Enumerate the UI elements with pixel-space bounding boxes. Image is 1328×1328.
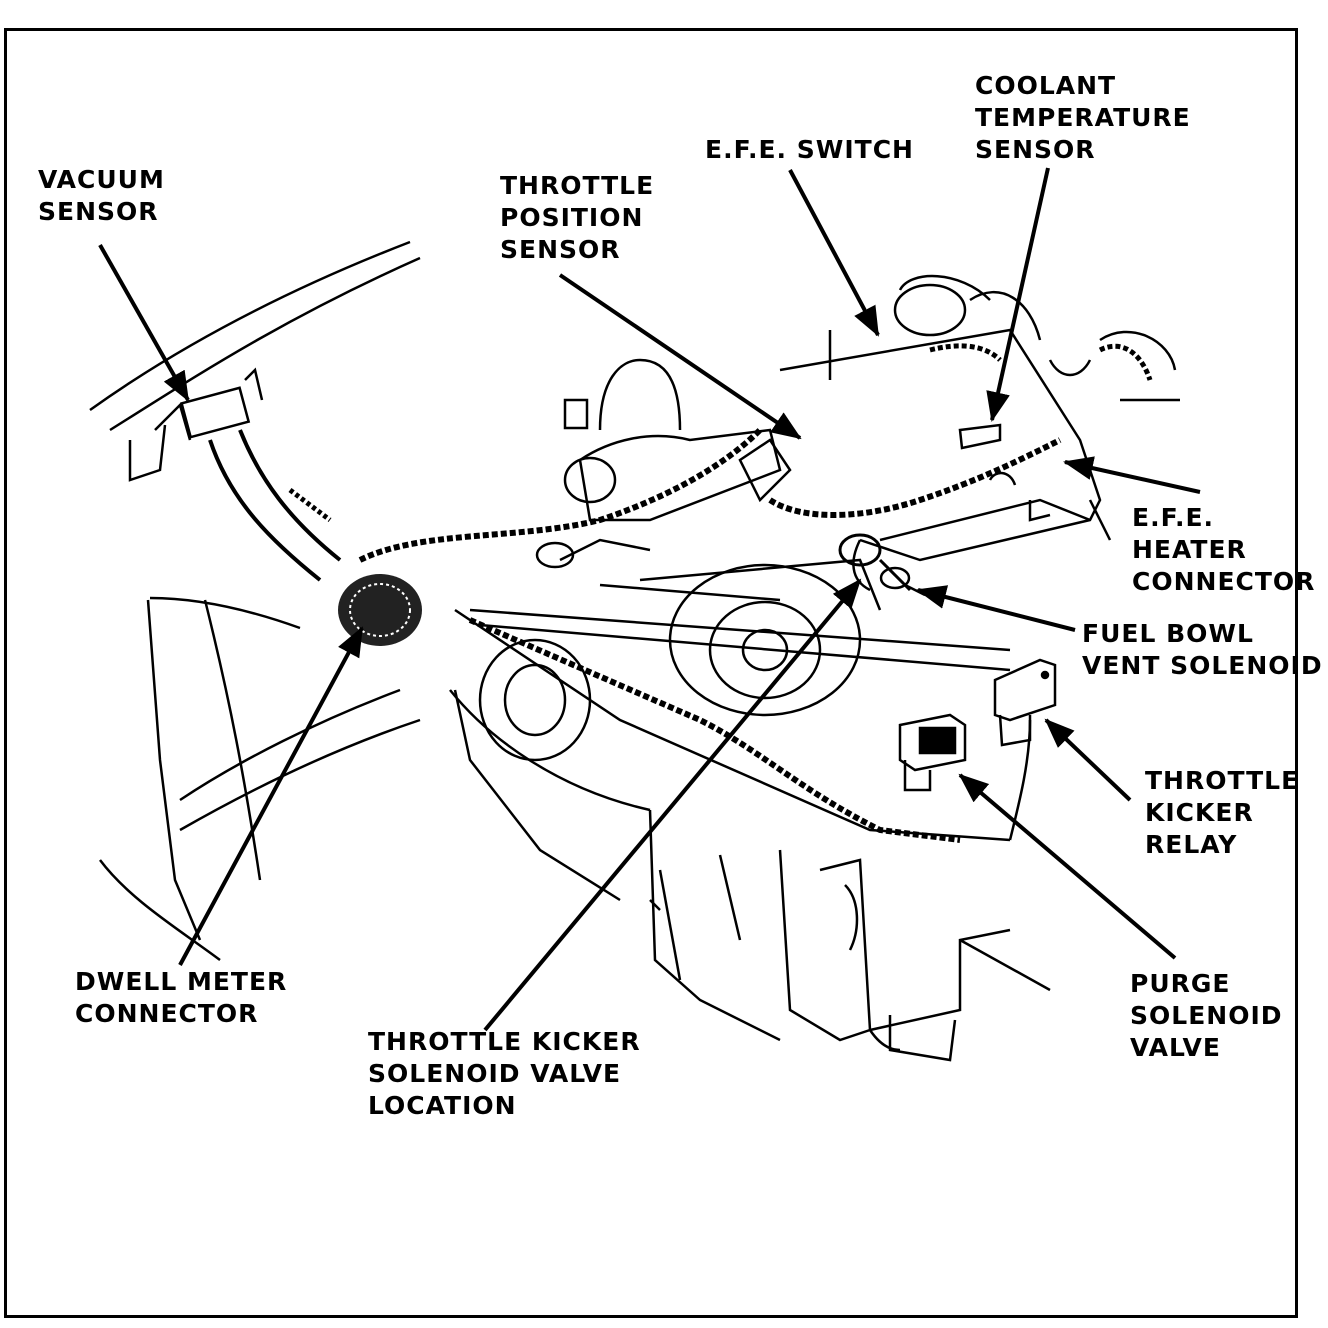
arrow-efe-switch — [788, 169, 880, 337]
label-efe-heater-connector: E.F.E. HEATER CONNECTOR — [1132, 502, 1315, 598]
label-line: SENSOR — [975, 135, 1096, 164]
dwell-meter-connector-part — [338, 574, 422, 646]
label-line: KICKER — [1145, 798, 1254, 827]
arrow-vacuum-sensor — [98, 244, 190, 402]
label-line: E.F.E. SWITCH — [705, 135, 914, 164]
label-line: LOCATION — [368, 1091, 517, 1120]
arrow-purge-solenoid-valve — [958, 773, 1177, 960]
vacuum-sensor-part — [180, 367, 264, 439]
label-line: RELAY — [1145, 830, 1238, 859]
label-efe-switch: E.F.E. SWITCH — [705, 134, 914, 166]
arrow-efe-heater-connector — [1063, 456, 1201, 494]
radiator-support — [449, 608, 1051, 1062]
fender-outline — [89, 240, 421, 962]
purge-solenoid-valve-part — [898, 713, 967, 792]
arrow-throttle-position-sensor — [558, 273, 802, 440]
label-vacuum-sensor: VACUUM SENSOR — [38, 164, 165, 228]
label-line: THROTTLE — [500, 171, 655, 200]
diagram-frame — [4, 28, 1298, 1318]
label-line: HEATER — [1132, 535, 1247, 564]
engine-block — [469, 538, 1011, 762]
label-line: THROTTLE — [1145, 766, 1300, 795]
label-throttle-kicker-solenoid-valve: THROTTLE KICKER SOLENOID VALVE LOCATION — [368, 1026, 641, 1122]
label-line: VALVE — [1130, 1033, 1221, 1062]
label-line: SENSOR — [38, 197, 159, 226]
label-line: CONNECTOR — [1132, 567, 1316, 596]
label-line: SOLENOID VALVE — [368, 1059, 622, 1088]
label-line: E.F.E. — [1132, 503, 1215, 532]
label-line: VENT SOLENOID — [1082, 651, 1323, 680]
label-line: TEMPERATURE — [975, 103, 1191, 132]
arrow-throttle-kicker-relay — [1044, 718, 1132, 802]
label-coolant-temperature-sensor: COOLANT TEMPERATURE SENSOR — [975, 70, 1191, 166]
label-throttle-position-sensor: THROTTLE POSITION SENSOR — [500, 170, 654, 266]
label-line: SOLENOID — [1130, 1001, 1283, 1030]
label-purge-solenoid-valve: PURGE SOLENOID VALVE — [1130, 968, 1283, 1064]
label-line: THROTTLE KICKER — [368, 1027, 641, 1056]
label-fuel-bowl-vent-solenoid: FUEL BOWL VENT SOLENOID — [1082, 618, 1323, 682]
label-line: SENSOR — [500, 235, 621, 264]
wiring-harness — [208, 343, 1153, 843]
label-line: COOLANT — [975, 71, 1117, 100]
label-line: FUEL BOWL — [1082, 619, 1254, 648]
label-dwell-meter-connector: DWELL METER CONNECTOR — [75, 966, 287, 1030]
throttle-kicker-relay-part — [993, 658, 1057, 747]
throttle-kicker-solenoid-part — [838, 533, 912, 592]
arrow-dwell-meter-connector — [178, 626, 364, 966]
pointer-arrows — [98, 167, 1201, 1032]
label-line: POSITION — [500, 203, 644, 232]
label-throttle-kicker-relay: THROTTLE KICKER RELAY — [1145, 765, 1299, 861]
arrow-coolant-temperature-sensor — [986, 167, 1050, 422]
label-line: DWELL METER — [75, 967, 288, 996]
arrow-throttle-kicker-solenoid — [483, 578, 862, 1032]
label-line: VACUUM — [38, 165, 165, 194]
label-line: PURGE — [1130, 969, 1231, 998]
arrow-fuel-bowl-vent-solenoid — [916, 585, 1076, 632]
label-line: CONNECTOR — [75, 999, 259, 1028]
